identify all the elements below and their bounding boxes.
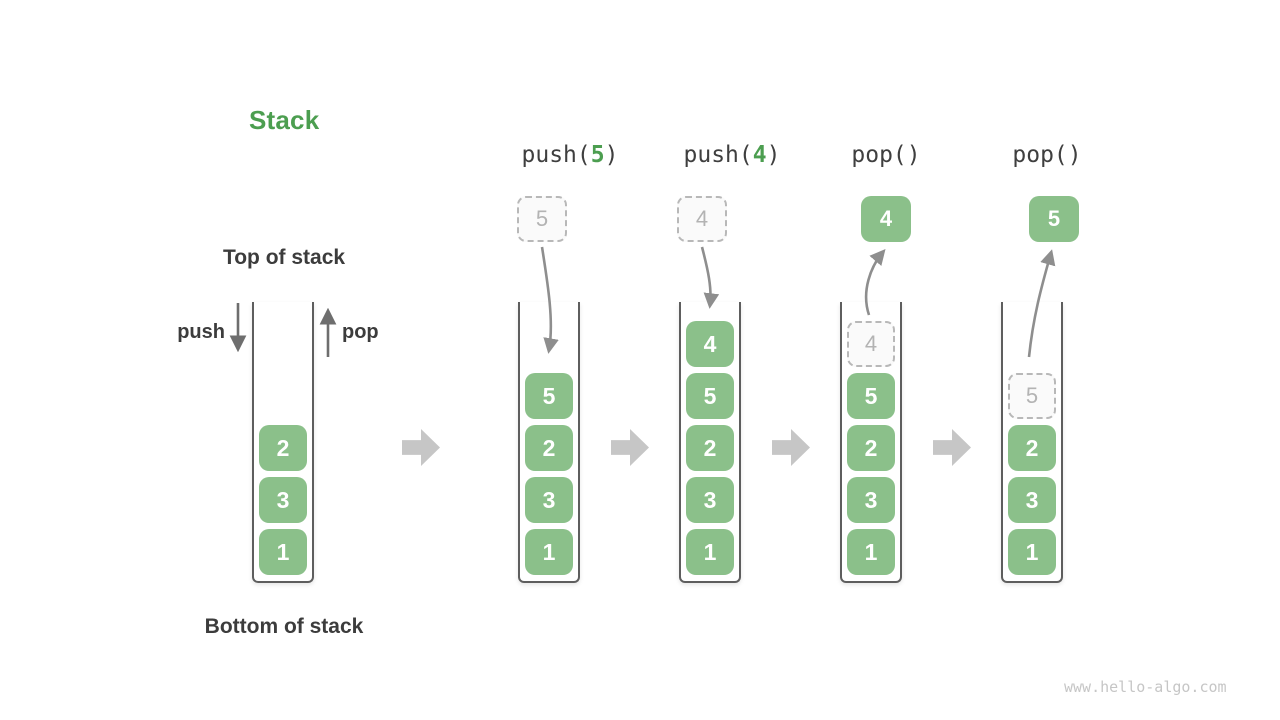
stack-item: 1 [686, 529, 734, 575]
stack-item: 2 [1008, 425, 1056, 471]
stack-item: 3 [525, 477, 573, 523]
incoming-item-4: 4 [677, 196, 727, 242]
watermark: www.hello-algo.com [1064, 678, 1227, 696]
stack-container-initial: 2 3 1 [252, 302, 314, 583]
op-arg: 5 [590, 142, 605, 168]
op-label-pop-first: pop() [801, 142, 971, 168]
push4-flow-arrow-icon [700, 246, 720, 309]
top-of-stack-label: Top of stack [222, 246, 346, 269]
stack-item: 5 [847, 373, 895, 419]
stack-item: 1 [259, 529, 307, 575]
page-title: Stack [249, 105, 320, 135]
op-text: push( [683, 142, 753, 168]
step-arrow-icon [772, 429, 810, 466]
pop-label: pop [342, 321, 379, 343]
step-arrow-icon [933, 429, 971, 466]
popped-item-4: 4 [861, 196, 911, 242]
stack-container-after-push5: 5 2 3 1 [518, 302, 580, 583]
step-arrow-icon [611, 429, 649, 466]
op-text: pop() [1012, 142, 1082, 168]
op-label-push5: push(5) [485, 142, 655, 168]
op-text: pop() [851, 142, 921, 168]
op-label-pop-second: pop() [962, 142, 1132, 168]
stack-item: 5 [686, 373, 734, 419]
popped-item-5: 5 [1029, 196, 1079, 242]
push-label: push [177, 321, 225, 343]
bottom-of-stack-label: Bottom of stack [204, 615, 364, 638]
op-label-push4: push(4) [647, 142, 817, 168]
stack-item: 3 [259, 477, 307, 523]
stack-item: 2 [259, 425, 307, 471]
op-text: ) [604, 142, 619, 168]
stack-container-after-push4: 4 5 2 3 1 [679, 302, 741, 583]
stack-item: 2 [525, 425, 573, 471]
stack-item: 3 [847, 477, 895, 523]
stack-item: 4 [686, 321, 734, 367]
op-arg: 4 [752, 142, 767, 168]
stack-container-after-pop5: 5 2 3 1 [1001, 302, 1063, 583]
op-text: ) [766, 142, 781, 168]
stack-item: 1 [847, 529, 895, 575]
incoming-item-5: 5 [517, 196, 567, 242]
stack-item-ghost: 4 [847, 321, 895, 367]
step-arrow-icon [402, 429, 440, 466]
stack-item: 2 [847, 425, 895, 471]
stack-container-after-pop4: 4 5 2 3 1 [840, 302, 902, 583]
stack-item-ghost: 5 [1008, 373, 1056, 419]
stack-item: 3 [1008, 477, 1056, 523]
stack-item: 2 [686, 425, 734, 471]
stack-item: 3 [686, 477, 734, 523]
stack-item: 1 [525, 529, 573, 575]
stack-item: 1 [1008, 529, 1056, 575]
op-text: push( [521, 142, 591, 168]
stack-item: 5 [525, 373, 573, 419]
